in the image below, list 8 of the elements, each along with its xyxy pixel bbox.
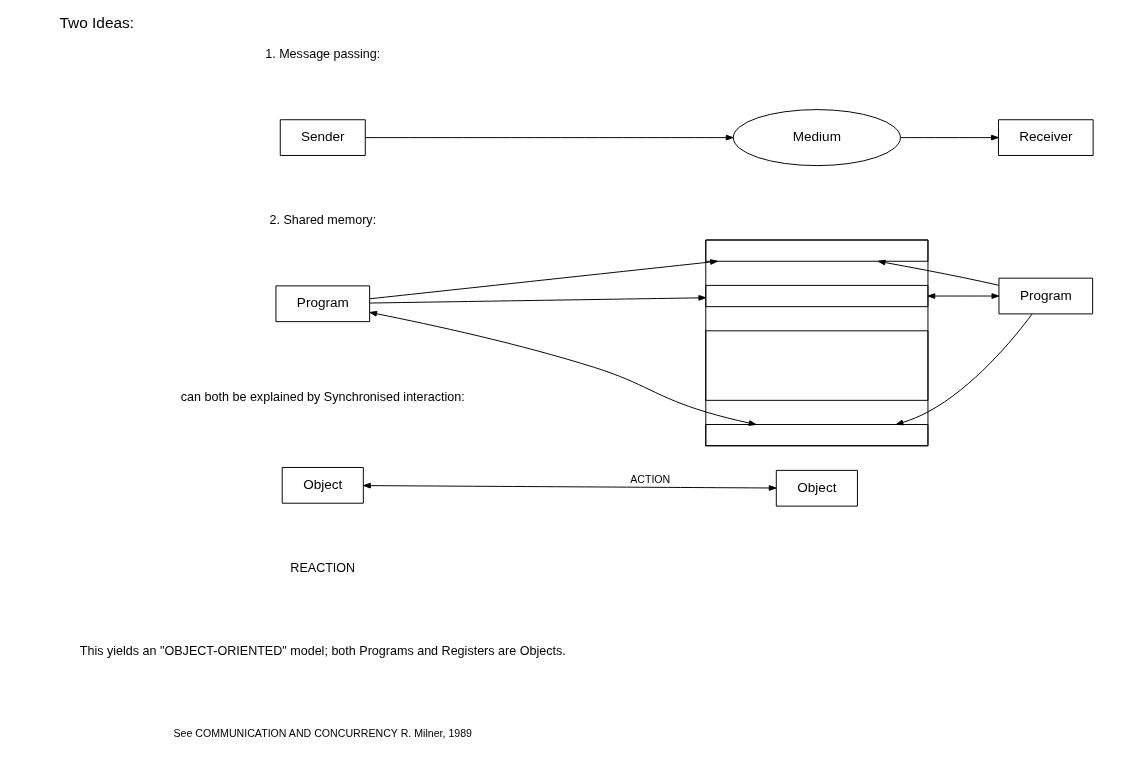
label: 2. Shared memory: (269, 212, 377, 227)
label: This yields an "OBJECT-ORIENTED" model; both Programs and Registers are Objects. (79, 643, 566, 658)
label: 1. Message passing: (265, 46, 381, 61)
label: REACTION (290, 560, 356, 575)
label: See COMMUNICATION AND CONCURRENCY R. Milner, 1989 (173, 727, 473, 740)
diagram-title: Two Ideas: (59, 14, 135, 32)
edge-label: ACTION (630, 473, 671, 486)
label: can both be explained by Synchronised interaction: (180, 389, 465, 404)
